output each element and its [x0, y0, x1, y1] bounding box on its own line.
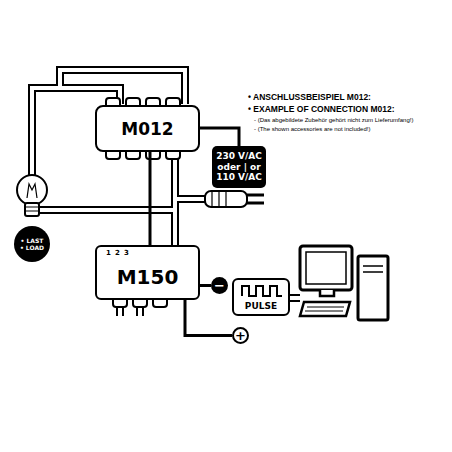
pin-number: 3 — [124, 249, 129, 257]
lamp — [17, 175, 47, 216]
node-text: M012 — [121, 119, 173, 139]
minus-terminal: − — [211, 277, 228, 294]
module-box: M012 — [95, 105, 200, 152]
node-text: PULSE — [245, 301, 277, 311]
note: - (Das abgebildete Zubehör gehört nicht … — [254, 117, 413, 123]
plus-terminal: + — [232, 327, 249, 344]
node-text: M150 — [117, 265, 179, 289]
node-text: − — [214, 279, 225, 292]
heading: • ANSCHLUSSBEISPIEL M012: — [248, 92, 371, 102]
wire — [185, 300, 232, 336]
pin-number: 1 — [106, 249, 111, 257]
pulse-symbol — [242, 286, 282, 296]
pulse-box: PULSE — [232, 278, 290, 316]
wire — [200, 128, 239, 146]
cable — [175, 195, 205, 203]
note: - (The shown accessories are not include… — [254, 126, 370, 132]
pin-number: 2 — [115, 249, 120, 257]
voltage-tag: 230 V/AC oder | or 110 V/AC — [212, 146, 266, 188]
cable — [290, 294, 300, 302]
node-text: • LAST — [21, 237, 44, 244]
node-text: • LOAD — [20, 244, 44, 251]
plug — [205, 191, 264, 207]
node-text: + — [235, 329, 246, 342]
computer — [300, 246, 388, 320]
wire — [149, 152, 152, 245]
heading: • EXAMPLE OF CONNECTION M012: — [248, 104, 395, 114]
cable — [39, 206, 175, 214]
load-badge: • LAST• LOAD — [14, 226, 50, 262]
wire — [200, 284, 211, 287]
node-text: 230 V/AC oder | or 110 V/AC — [215, 151, 263, 182]
